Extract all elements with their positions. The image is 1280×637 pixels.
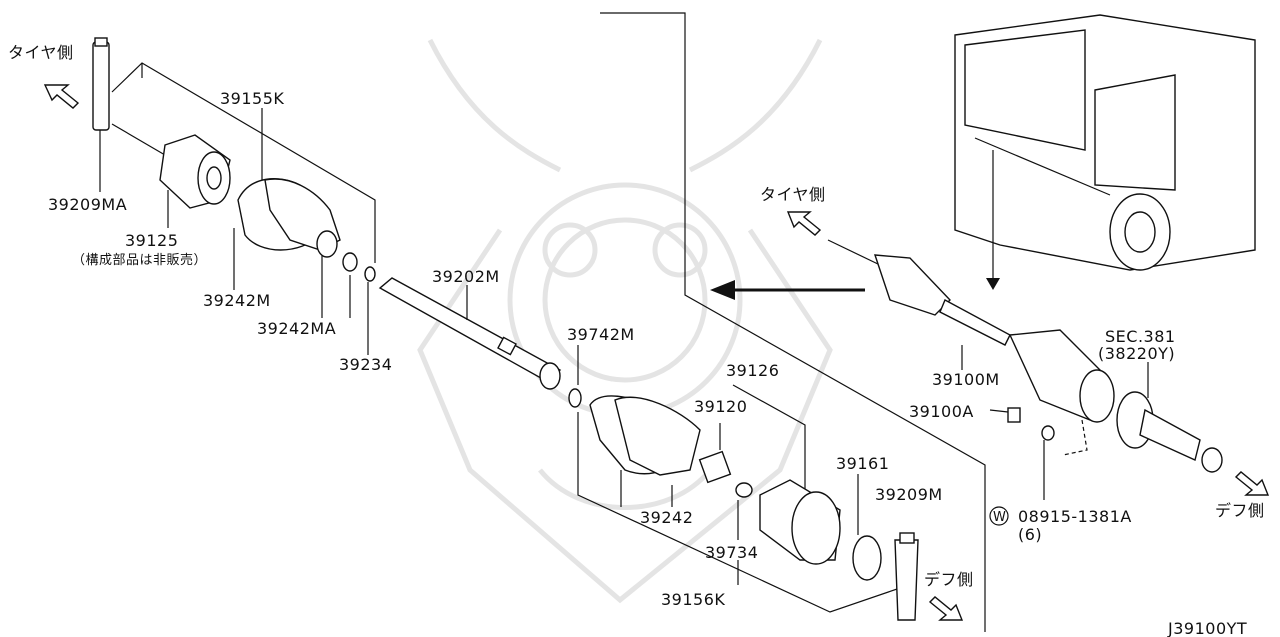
right-assembled-shaft — [827, 239, 1223, 473]
part-08915-label[interactable]: 08915-1381A — [1018, 507, 1132, 526]
part-39742M-label[interactable]: 39742M — [567, 325, 635, 344]
part-39242MA-label[interactable]: 39242MA — [257, 319, 336, 338]
direction-arrows — [43, 84, 1270, 621]
part-39242M-label[interactable]: 39242M — [203, 291, 271, 310]
tire-side-arrow-right-icon — [786, 211, 822, 236]
part-39209M-label[interactable]: 39209M — [875, 485, 943, 504]
part-39120-label[interactable]: 39120 — [694, 397, 747, 416]
part-39234-label[interactable]: 39234 — [339, 355, 392, 374]
center-shaft — [378, 277, 562, 390]
tire-side-label-right: タイヤ側 — [760, 185, 826, 204]
diagram-id: J39100YT — [1167, 619, 1247, 637]
part-39100M-label[interactable]: 39100M — [932, 370, 1000, 389]
part-39125-note: （構成部品は非販売） — [72, 252, 207, 268]
part-39161-label[interactable]: 39161 — [836, 454, 889, 473]
part-39734-label[interactable]: 39734 — [705, 543, 758, 562]
tire-side-arrow-left-icon — [43, 84, 80, 109]
leader-lines — [99, 108, 1149, 585]
truck-illustration — [954, 14, 1256, 290]
part-39155K-label[interactable]: 39155K — [220, 89, 284, 108]
washer-mark: W — [989, 506, 1009, 526]
part-39126-label[interactable]: 39126 — [726, 361, 779, 380]
tire-side-label-left: タイヤ側 — [8, 43, 74, 62]
sec-381-part-label[interactable]: (38220Y) — [1098, 344, 1175, 363]
part-39125-label[interactable]: 39125 — [125, 231, 178, 250]
part-39202M-label[interactable]: 39202M — [432, 267, 500, 286]
washer-mark-letter: W — [993, 510, 1006, 525]
part-39156K-label[interactable]: 39156K — [661, 590, 725, 609]
left-outer-joint — [92, 37, 376, 282]
diff-side-arrow-right-icon — [1234, 471, 1270, 496]
frame-lines — [111, 12, 986, 632]
diff-side-label-mid: デフ側 — [924, 570, 974, 589]
part-39242-label[interactable]: 39242 — [640, 508, 693, 527]
middle-inner-joint — [568, 388, 919, 621]
diff-side-arrow-mid-icon — [928, 596, 964, 621]
part-39100A-label[interactable]: 39100A — [909, 402, 974, 421]
part-39209MA-label[interactable]: 39209MA — [48, 195, 127, 214]
part-08915-qty: (6) — [1018, 525, 1042, 544]
sec-381-label[interactable]: SEC.381 — [1105, 327, 1176, 346]
diff-side-label-right: デフ側 — [1215, 501, 1265, 520]
